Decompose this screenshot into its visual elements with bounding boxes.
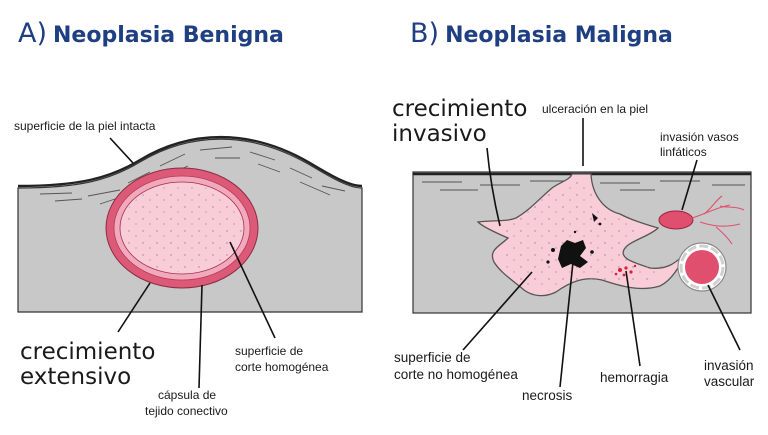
tumor-texture [122, 184, 242, 272]
skin-surface-line [17, 135, 363, 188]
hemorrhage-area [614, 264, 637, 277]
label-capsule-2: tejido conectivo [145, 404, 228, 418]
leader-necrosis [559, 261, 574, 388]
leader-skin-surface [109, 137, 134, 164]
leader-capsule [198, 284, 203, 389]
tumor-texture-b [492, 178, 672, 291]
epidermis-strata [39, 146, 346, 205]
label-cut-surface-b-2: corte no homogénea [394, 367, 518, 382]
label-growth-invasive-2: invasivo [392, 121, 487, 147]
leader-lymph [681, 159, 698, 211]
label-cut-surface-b-1: superficie de [394, 350, 471, 365]
label-vascular-2: vascular [704, 374, 755, 389]
necrosis-area [546, 213, 602, 268]
panel-b-letter: B) [410, 18, 440, 49]
leader-cut-surface-b [462, 271, 533, 351]
panel-a-title-text: Neoplasia Benigna [53, 23, 284, 48]
label-ulceration: ulceración en la piel [542, 102, 648, 116]
leader-growth-extensive [117, 282, 151, 333]
leader-growth-invasive [486, 147, 501, 227]
leader-vascular [707, 284, 741, 351]
malignant-epidermis-strata [422, 180, 745, 191]
label-growth-extensive-2: extensivo [20, 364, 131, 390]
lymphatic-vessel [658, 195, 745, 245]
panel-a-title: A)Neoplasia Benigna [18, 18, 284, 49]
label-cut-surface-1: superficie de [235, 344, 303, 358]
leader-cut-surface [229, 241, 276, 339]
label-hemorrhage: hemorragia [600, 370, 669, 385]
label-growth-extensive-1: crecimiento [20, 339, 155, 365]
panel-a-letter: A) [18, 18, 48, 49]
blood-vessel [677, 242, 727, 292]
label-capsule-1: cápsula de [158, 388, 216, 402]
panel-a-diagram: superficie de la piel intacta crecimient… [14, 119, 363, 418]
label-lymph-2: linfáticos [660, 145, 707, 159]
panel-b-diagram: crecimiento invasivo ulceración en la pi… [392, 96, 755, 403]
label-necrosis: necrosis [522, 388, 573, 403]
label-cut-surface-2: corte homogénea [235, 360, 329, 374]
label-vascular-1: invasión [704, 358, 754, 373]
label-growth-invasive-1: crecimiento [392, 96, 527, 122]
label-lymph-1: invasión vasos [660, 130, 739, 144]
label-skin-surface: superficie de la piel intacta [14, 119, 156, 133]
leader-hemorrhage [625, 270, 641, 367]
panel-b-title-text: Neoplasia Maligna [445, 23, 673, 48]
panel-b-title: B)Neoplasia Maligna [410, 18, 673, 49]
